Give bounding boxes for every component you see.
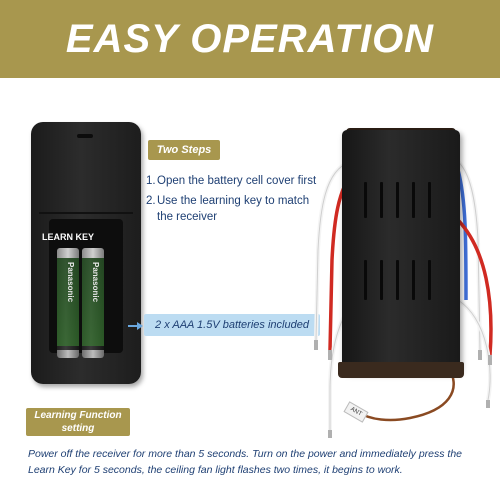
learning-instructions: Power off the receiver for more than 5 s… bbox=[28, 448, 463, 476]
learning-function-heading: Learning Function setting bbox=[26, 408, 130, 436]
receiver-bottom-cap bbox=[338, 362, 464, 378]
learning-heading-line1: Learning Function bbox=[34, 410, 122, 421]
banner-title: EASY OPERATION bbox=[65, 16, 435, 61]
step-text: Open the battery cell cover first bbox=[157, 175, 317, 187]
banner: EASY OPERATION bbox=[0, 0, 500, 78]
receiver-body bbox=[342, 130, 460, 372]
learn-key-label: LEARN KEY bbox=[42, 232, 95, 242]
step-item: 2. Use the learning key to match the rec… bbox=[146, 193, 326, 225]
steps-list: 1. Open the battery cell cover first 2. … bbox=[146, 173, 326, 225]
arrow-line bbox=[128, 325, 140, 327]
arrow-right-icon bbox=[137, 322, 143, 330]
step-number: 1. bbox=[146, 175, 156, 187]
battery-brand-right: Panasonic bbox=[91, 262, 100, 303]
battery-note: 2 x AAA 1.5V batteries included bbox=[144, 314, 320, 336]
battery-right: Panasonic bbox=[82, 248, 104, 358]
receiver: ANT bbox=[290, 100, 500, 440]
learning-heading-line2: setting bbox=[61, 423, 95, 434]
battery-left: Panasonic bbox=[57, 248, 79, 358]
step-text: Use the learning key to match the receiv… bbox=[157, 195, 310, 223]
step-item: 1. Open the battery cell cover first bbox=[146, 173, 326, 189]
battery-brand-left: Panasonic bbox=[66, 262, 75, 303]
step-number: 2. bbox=[146, 195, 156, 207]
two-steps-heading: Two Steps bbox=[148, 140, 220, 160]
battery-cover-seam bbox=[39, 212, 133, 214]
remote-slot bbox=[77, 134, 93, 138]
